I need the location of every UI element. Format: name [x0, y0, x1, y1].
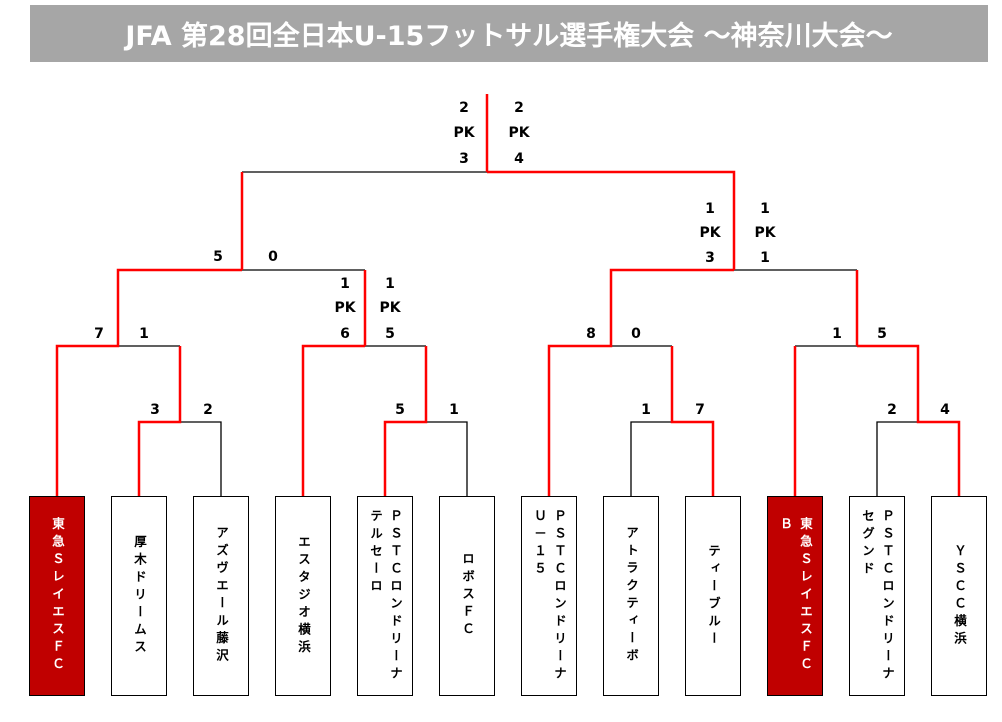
team-name: 東急ＳレイエスＦＣ — [50, 517, 65, 675]
team-name: ティーブルー — [706, 543, 721, 649]
team-name: 厚木ドリームス — [132, 534, 147, 658]
qf2-score-right: 1 — [385, 276, 395, 292]
final-score-right: 2 — [514, 100, 524, 116]
winner-line — [137, 346, 182, 496]
team-name: エスタジオ横浜 — [296, 534, 311, 658]
semi1-score-left: 5 — [213, 249, 223, 265]
team-box: ＹＳＣＣ横浜 — [931, 496, 987, 696]
team-name: ロボスＦＣ — [460, 552, 475, 640]
qf4-score-right: 5 — [877, 326, 887, 342]
r1b-score-right: 1 — [449, 402, 459, 418]
team-name: アズヴエール藤沢 — [214, 526, 229, 666]
r1c-score-left: 1 — [641, 402, 651, 418]
winner-line — [301, 344, 365, 496]
final-pk-left: PK — [453, 125, 475, 141]
semi2-score-left: 1 — [705, 201, 715, 217]
team-box: エスタジオ横浜 — [275, 496, 331, 696]
r1b-score-left: 5 — [395, 402, 405, 418]
qf2-pk-left: PK — [334, 300, 356, 316]
winner-line — [670, 346, 715, 496]
final-pk-score-right: 4 — [514, 151, 524, 167]
team-box: アズヴエール藤沢 — [193, 496, 249, 696]
qf3-score-right: 0 — [631, 326, 641, 342]
semi1-score-right: 0 — [268, 249, 278, 265]
final-score-left: 2 — [459, 100, 469, 116]
qf1-score-right: 1 — [139, 326, 149, 342]
semi2-pk-left: PK — [699, 225, 721, 241]
bracket-line — [180, 421, 222, 496]
qf2-pk-right: PK — [379, 300, 401, 316]
winner-line — [55, 268, 242, 496]
team-name: 東急ＳレイエスＦＣ Ｂ — [778, 517, 813, 675]
semi2-pk-score-left: 3 — [705, 250, 715, 266]
team-box: ロボスＦＣ — [439, 496, 495, 696]
winner-line — [487, 170, 736, 270]
r1d-score-left: 2 — [887, 402, 897, 418]
bracket-line — [426, 421, 468, 496]
winner-line — [383, 346, 428, 496]
r1c-score-right: 7 — [695, 402, 705, 418]
winner-line — [857, 344, 961, 496]
r1a-score-left: 3 — [150, 402, 160, 418]
team-box: 東急ＳレイエスＦＣ Ｂ — [767, 496, 823, 696]
final-pk-score-left: 3 — [459, 151, 469, 167]
team-name: ＰＳＴＣロンドリーナ セグンド — [860, 508, 895, 684]
qf2-pk-score-left: 6 — [340, 326, 350, 342]
final-pk-right: PK — [508, 125, 530, 141]
team-box: ＰＳＴＣロンドリーナ セグンド — [849, 496, 905, 696]
team-box: ティーブルー — [685, 496, 741, 696]
bracket-line — [876, 421, 918, 496]
semi2-pk-right: PK — [754, 225, 776, 241]
r1a-score-right: 2 — [203, 402, 213, 418]
bracket-line — [630, 421, 672, 496]
team-box: ＰＳＴＣロンドリーナ テルセーロ — [357, 496, 413, 696]
team-name: ＰＳＴＣロンドリーナ テルセーロ — [368, 508, 403, 684]
winner-line — [547, 268, 734, 496]
semi2-score-right: 1 — [760, 201, 770, 217]
team-name: アトラクティーボ — [624, 526, 639, 666]
team-box: 東急ＳレイエスＦＣ — [29, 496, 85, 696]
team-box: 厚木ドリームス — [111, 496, 167, 696]
page-title: JFA 第28回全日本U-15フットサル選手権大会 ～神奈川大会～ — [30, 5, 988, 62]
qf2-pk-score-right: 5 — [385, 326, 395, 342]
team-name: ＹＳＣＣ横浜 — [952, 543, 967, 649]
qf4-score-left: 1 — [832, 326, 842, 342]
qf2-score-left: 1 — [340, 276, 350, 292]
team-box: ＰＳＴＣロンドリーナ Ｕ－１５ — [521, 496, 577, 696]
team-name: ＰＳＴＣロンドリーナ Ｕ－１５ — [532, 508, 567, 684]
qf3-score-left: 8 — [586, 326, 596, 342]
qf1-score-left: 7 — [94, 326, 104, 342]
semi2-pk-score-right: 1 — [760, 250, 770, 266]
team-box: アトラクティーボ — [603, 496, 659, 696]
r1d-score-right: 4 — [940, 402, 950, 418]
